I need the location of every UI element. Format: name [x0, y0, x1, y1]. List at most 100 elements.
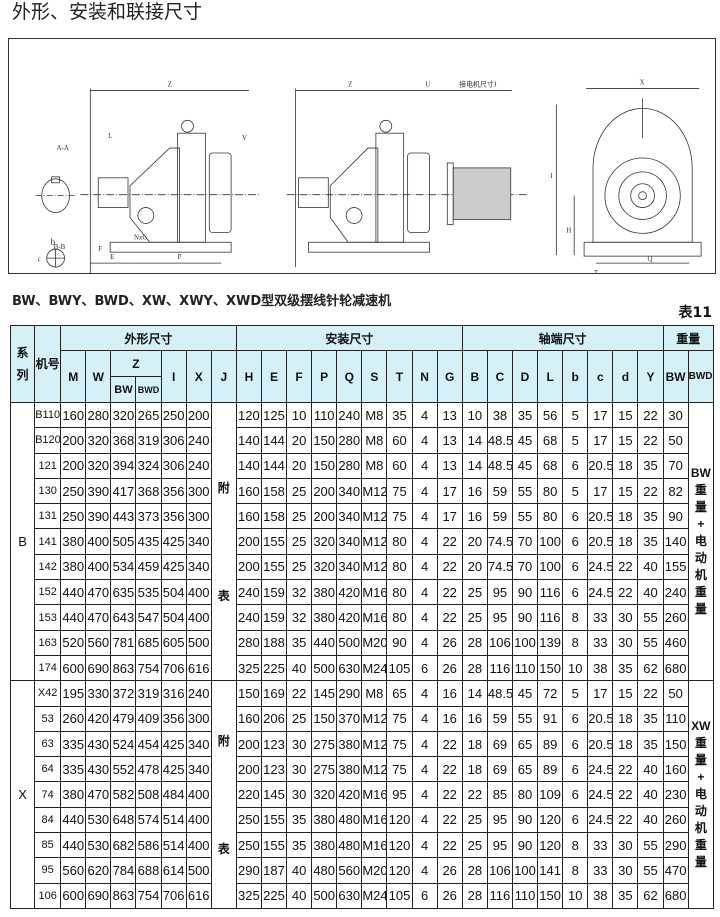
shaft-cell: 35 [612, 654, 639, 682]
install-cell: 160 [235, 503, 262, 530]
header-model: 机号 [34, 325, 62, 403]
model-cell: 84 [34, 806, 62, 834]
shaft-cell: 116 [486, 654, 513, 682]
install-cell: 380 [336, 756, 363, 783]
install-cell: 17 [436, 503, 463, 530]
shaft-cell: 48.5 [486, 452, 513, 479]
install-cell: 320 [311, 553, 338, 581]
install-cell: 200 [311, 477, 338, 505]
install-cell: M12 [361, 477, 388, 505]
label-e: E [110, 253, 114, 261]
shaft-cell: 22 [637, 427, 664, 454]
outline-cell: 470 [85, 781, 112, 808]
install-cell: M12 [361, 528, 388, 555]
shaft-cell: 6 [562, 553, 589, 581]
weight-bw-cell: 160 [662, 756, 689, 783]
shaft-cell: 17 [587, 401, 614, 429]
shaft-cell: 25 [461, 832, 488, 859]
install-cell: 325 [235, 882, 262, 909]
weight-bw-cell: 90 [662, 503, 689, 530]
weight-bw-cell: 82 [662, 477, 689, 505]
install-cell: 80 [386, 579, 413, 606]
label-motor-j: 接电机尺寸J [459, 80, 497, 89]
shaft-cell: 48.5 [486, 427, 513, 454]
shaft-cell: 10 [461, 401, 488, 429]
model-cell: 106 [34, 882, 62, 909]
outline-cell: 534 [110, 553, 137, 581]
col-weight-bw: BW [662, 350, 689, 403]
outline-cell: 454 [135, 730, 162, 758]
install-cell: 187 [260, 857, 288, 884]
outline-cell: 195 [60, 680, 87, 707]
install-cell: 32 [286, 604, 313, 631]
shaft-cell: 16 [461, 503, 488, 530]
install-cell: 125 [260, 401, 288, 429]
install-cell: 26 [436, 857, 463, 884]
outline-cell: 316 [160, 680, 187, 707]
outline-cell: 420 [85, 705, 112, 732]
install-cell: 420 [336, 781, 363, 808]
model-cell: 121 [34, 452, 62, 479]
install-cell: 500 [336, 629, 363, 656]
install-cell: 250 [235, 832, 262, 859]
model-cell: 95 [34, 857, 62, 884]
outline-cell: 380 [60, 528, 87, 555]
install-cell: 290 [235, 857, 262, 884]
shaft-cell: 90 [511, 806, 539, 834]
model-cell: B110 [34, 401, 62, 429]
shaft-cell: 40 [637, 579, 664, 606]
outline-cell: 690 [85, 882, 112, 909]
outline-cell: 500 [185, 857, 212, 884]
outline-cell: 340 [185, 528, 212, 555]
shaft-cell: 74.5 [486, 528, 513, 555]
outline-cell: 340 [185, 553, 212, 581]
shaft-cell: 68 [537, 427, 564, 454]
shaft-cell: 33 [587, 832, 614, 859]
col-i: I [160, 350, 187, 403]
install-cell: M16 [361, 579, 388, 606]
shaft-cell: 38 [587, 654, 614, 682]
label-nxg: NxG [134, 233, 148, 241]
install-cell: 4 [411, 730, 438, 758]
model-cell: 152 [34, 579, 62, 606]
install-cell: 25 [286, 705, 313, 732]
shaft-cell: 20.5 [587, 705, 614, 732]
install-cell: 4 [411, 680, 438, 707]
j-note-cell: 附表 [210, 401, 237, 682]
install-cell: 25 [286, 477, 313, 505]
install-cell: 560 [336, 857, 363, 884]
outline-cell: 250 [60, 503, 87, 530]
install-cell: 340 [336, 528, 363, 555]
outline-cell: 409 [135, 705, 162, 732]
install-cell: 200 [235, 756, 262, 783]
shaft-cell: 120 [537, 832, 564, 859]
weight-bw-cell: 260 [662, 806, 689, 834]
outline-cell: 560 [85, 629, 112, 656]
shaft-cell: 90 [511, 579, 539, 606]
shaft-cell: 6 [562, 528, 589, 555]
outline-cell: 754 [135, 882, 162, 909]
outline-cell: 356 [160, 503, 187, 530]
label-z: Z [168, 81, 172, 89]
shaft-cell: 95 [486, 832, 513, 859]
shaft-cell: 14 [461, 452, 488, 479]
weight-bw-cell: 50 [662, 680, 689, 707]
install-cell: 26 [436, 654, 463, 682]
shaft-cell: 30 [612, 629, 639, 656]
outline-cell: 600 [60, 882, 87, 909]
install-cell: M16 [361, 781, 388, 808]
outline-cell: 400 [85, 553, 112, 581]
install-cell: 4 [411, 452, 438, 479]
outline-cell: 320 [85, 427, 112, 454]
install-cell: 20 [286, 427, 313, 454]
shaft-cell: 141 [537, 857, 564, 884]
shaft-cell: 40 [637, 781, 664, 808]
col-install-p: P [311, 350, 338, 403]
install-cell: M12 [361, 756, 388, 783]
